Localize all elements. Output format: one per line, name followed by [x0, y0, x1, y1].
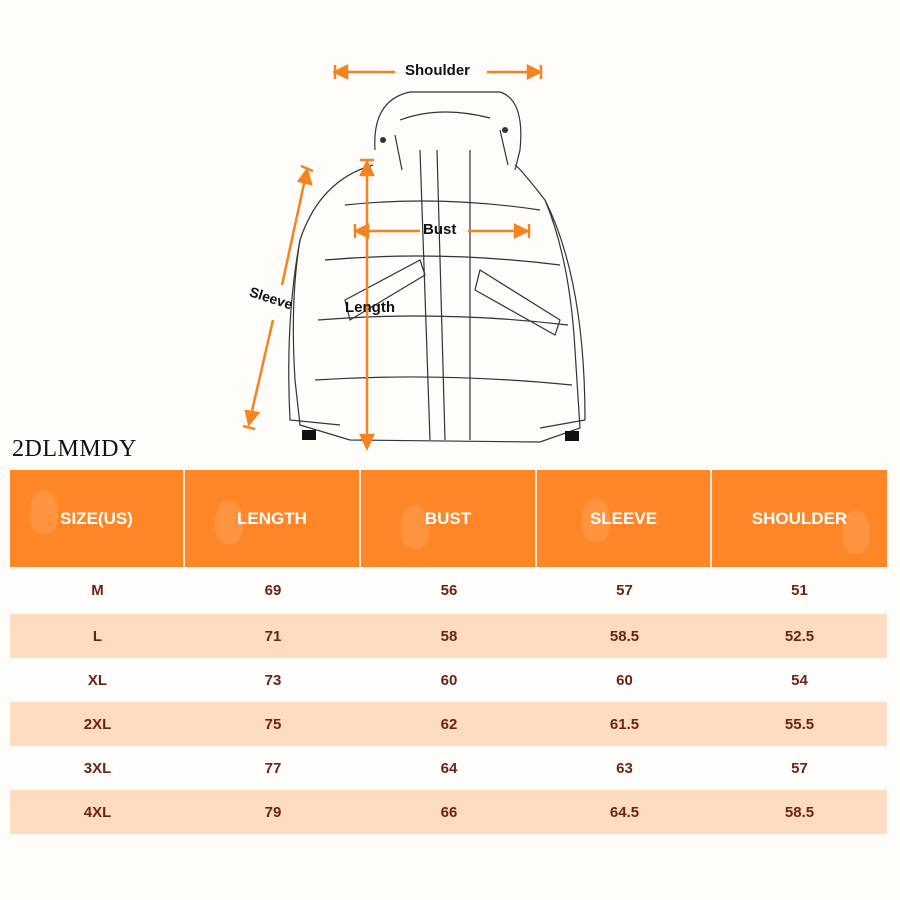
cell-shoulder: 57	[791, 759, 808, 777]
cell-size: 4XL	[83, 803, 112, 821]
cell-size: L	[92, 627, 103, 645]
cell-size: 3XL	[83, 759, 112, 777]
cell-size: 2XL	[83, 715, 112, 733]
cell-bust: 56	[440, 582, 458, 599]
cell-bust: 66	[440, 803, 458, 821]
header-shoulder: SHOULDER	[712, 470, 887, 567]
cell-bust: 62	[440, 715, 458, 733]
cell-length: 73	[264, 671, 282, 689]
jacket-measurement-diagram: Shoulder Bust Length Sleeve	[242, 62, 586, 451]
table-row: 4XL 79 66 64.5 58.5	[10, 790, 887, 834]
bust-label: Bust	[423, 221, 457, 238]
table-row: 3XL 77 64 63 57	[10, 746, 887, 790]
length-label: Length	[345, 299, 395, 316]
table-row: XL 73 60 60 54	[10, 658, 887, 702]
cell-sleeve: 63	[616, 759, 633, 777]
cell-bust: 58	[440, 627, 458, 645]
header-sleeve: SLEEVE	[537, 470, 712, 567]
table-row: L 71 58 58.5 52.5	[10, 614, 887, 658]
cell-size: XL	[87, 671, 108, 689]
cell-sleeve: 64.5	[609, 803, 640, 821]
size-chart-table: SIZE(US) LENGTH BUST SLEEVE SHOULDER M 6…	[10, 470, 887, 834]
cell-length: 69	[264, 582, 282, 599]
cell-sleeve: 58.5	[609, 627, 640, 645]
cell-bust: 60	[440, 671, 458, 689]
cell-shoulder: 52.5	[784, 627, 815, 645]
cell-length: 79	[264, 803, 282, 821]
cell-shoulder: 58.5	[784, 803, 815, 821]
hood-outline	[374, 91, 522, 171]
jacket-illustration	[242, 63, 586, 451]
header-size: SIZE(US)	[10, 470, 185, 567]
table-header: SIZE(US) LENGTH BUST SLEEVE SHOULDER	[10, 470, 887, 567]
table-row: 2XL 75 62 61.5 55.5	[10, 702, 887, 746]
cell-shoulder: 54	[791, 671, 808, 689]
cell-shoulder: 55.5	[784, 715, 815, 733]
right-cuff-tab	[565, 431, 579, 441]
shoulder-label: Shoulder	[405, 62, 471, 79]
left-cuff-tab	[302, 430, 316, 440]
cell-size: M	[91, 582, 104, 599]
cell-sleeve: 57	[616, 582, 633, 599]
brand-name: 2DLMMDY	[12, 436, 137, 462]
cell-bust: 64	[440, 759, 458, 777]
cell-length: 71	[264, 627, 282, 645]
header-bust: BUST	[361, 470, 537, 567]
cell-length: 77	[264, 759, 282, 777]
cell-shoulder: 51	[791, 582, 808, 599]
cell-sleeve: 61.5	[609, 715, 640, 733]
table-row: M 69 56 57 51	[10, 567, 887, 614]
cell-length: 75	[264, 715, 282, 733]
cell-sleeve: 60	[616, 671, 633, 689]
header-length: LENGTH	[185, 470, 361, 567]
